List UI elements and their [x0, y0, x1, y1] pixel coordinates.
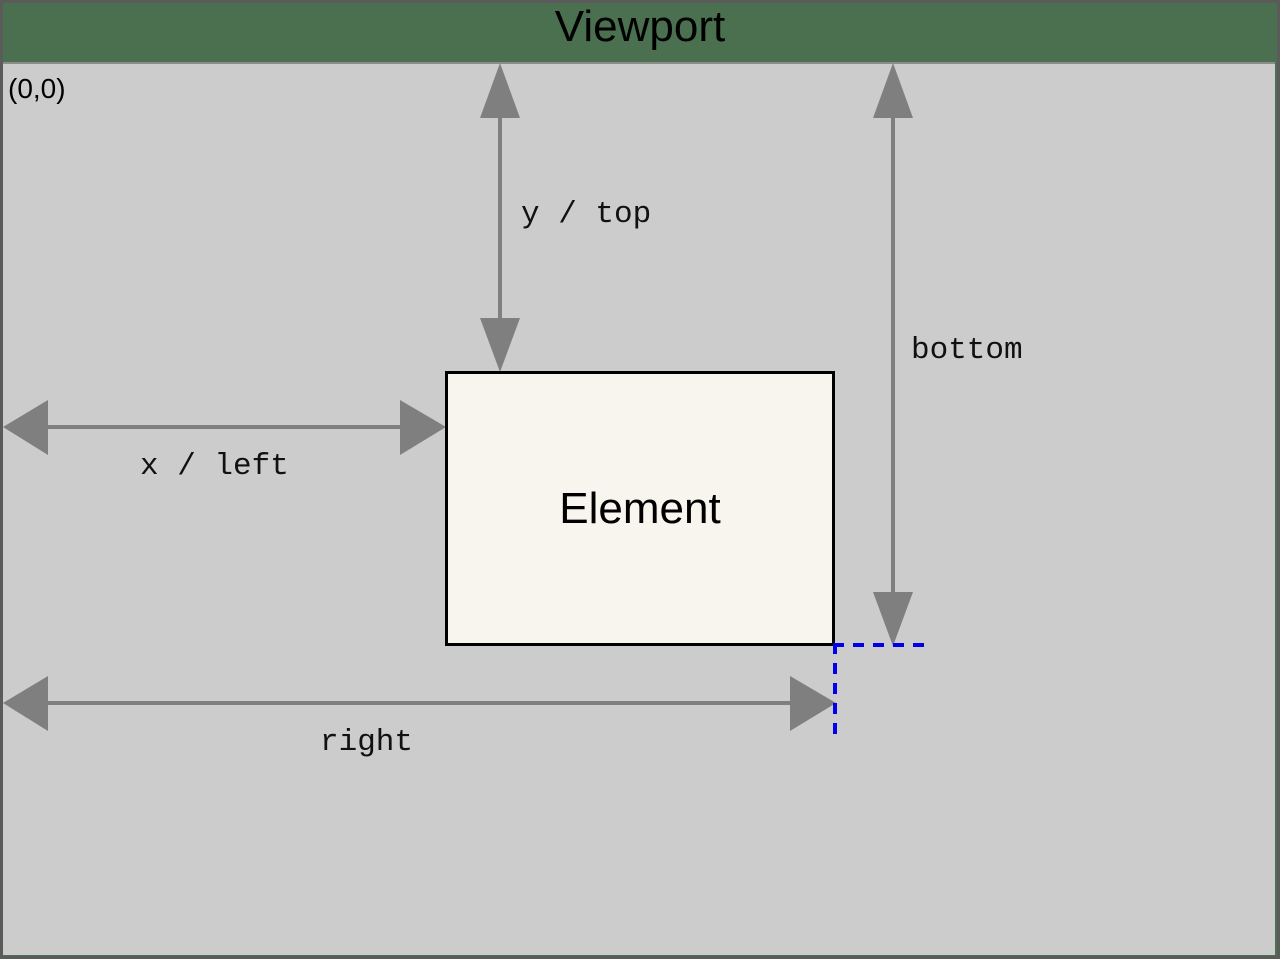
- viewport-title: Viewport: [554, 2, 726, 51]
- dimension-label-x-left: x / left: [140, 449, 289, 484]
- element-box: Element: [445, 371, 835, 646]
- dimension-label-y-top: y / top: [521, 197, 652, 232]
- dimension-label-bottom: bottom: [911, 333, 1023, 368]
- viewport-header-band: [0, 0, 1280, 62]
- dimension-label-right: right: [320, 725, 414, 760]
- element-box-label: Element: [559, 483, 721, 533]
- origin-coordinate-label: (0,0): [8, 73, 66, 104]
